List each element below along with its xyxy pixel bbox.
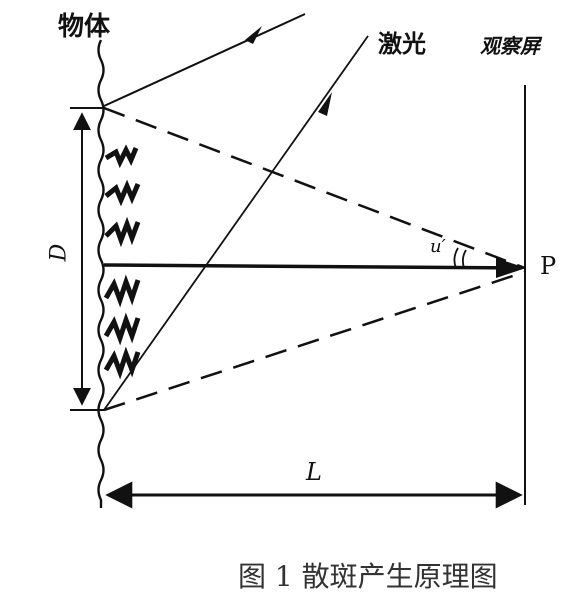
lower-dashed-ray [103, 270, 526, 412]
object-surface [97, 39, 105, 508]
upper-dashed-ray [103, 106, 526, 270]
d-label: D [46, 243, 72, 262]
upper-scatter-wavelets [104, 144, 141, 248]
central-ray-arrowhead [496, 258, 526, 278]
object-label: 物体 [58, 12, 111, 42]
figure-caption: 图 1 散斑产生原理图 [238, 560, 498, 593]
angle-arc-outer [453, 247, 459, 269]
laser-arrowhead [318, 92, 332, 116]
laser-label: 激光 [378, 30, 426, 58]
scattered-ray [103, 13, 306, 107]
l-label: L [306, 458, 322, 486]
p-label: P [540, 252, 557, 280]
angle-arc-inner [461, 249, 467, 269]
laser-beam [103, 35, 369, 411]
scattered-ray-arrowhead [245, 26, 262, 44]
screen-label: 观察屏 [480, 34, 540, 58]
lower-scatter-wavelets [103, 274, 141, 380]
angle-label: u′ [430, 236, 446, 257]
central-ray [103, 263, 519, 270]
